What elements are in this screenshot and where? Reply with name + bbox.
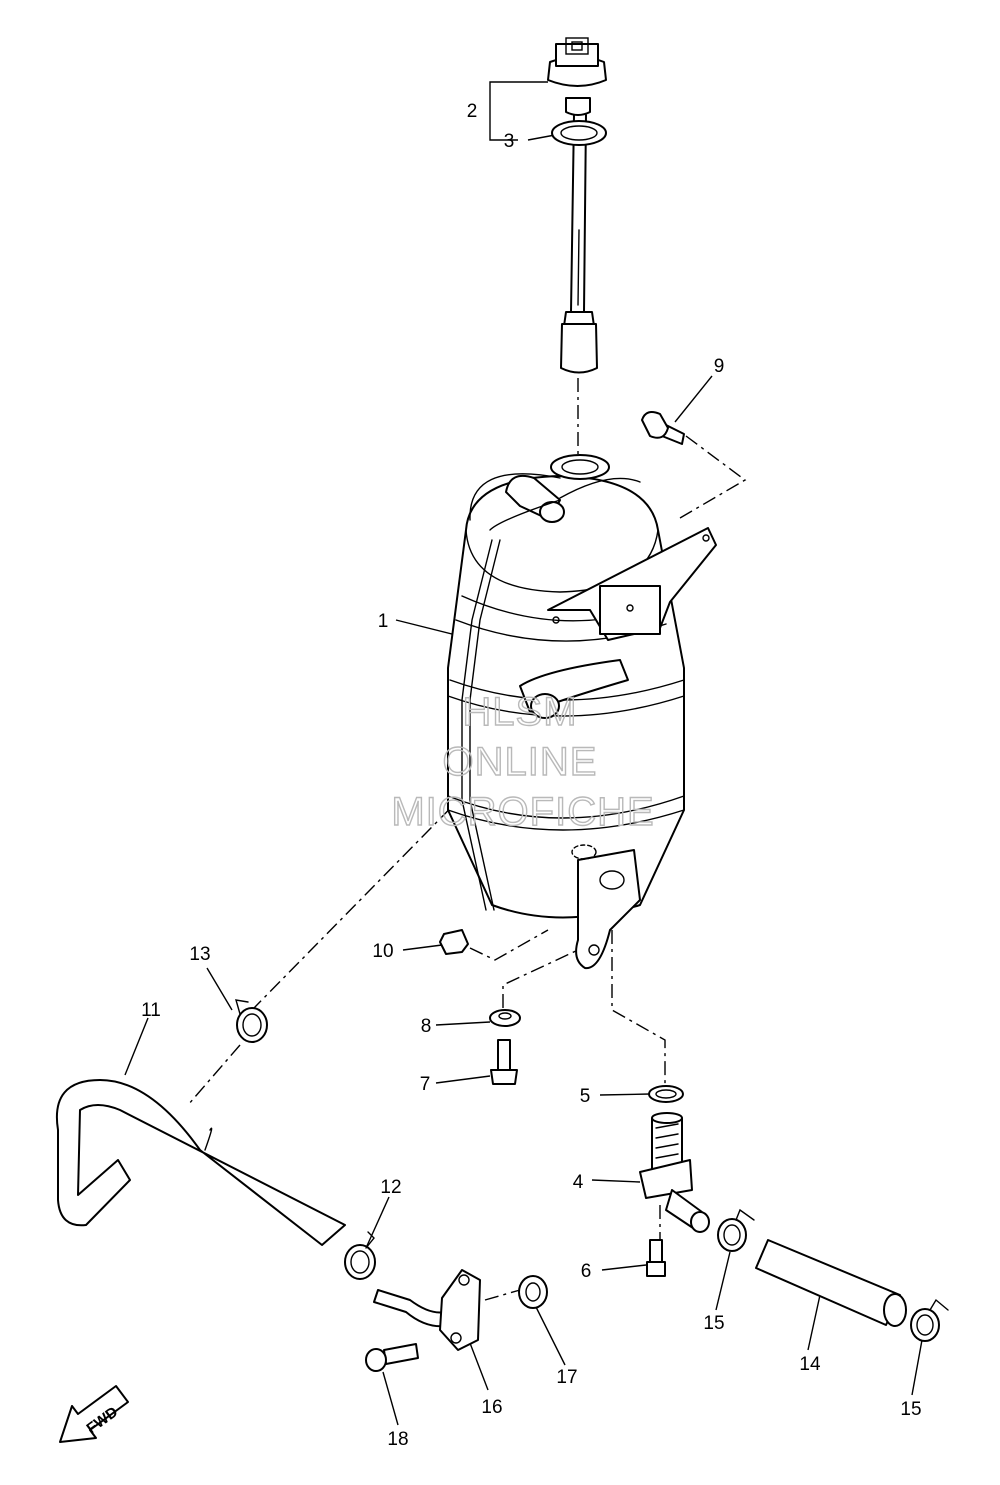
callout-12: 12 — [380, 1177, 401, 1198]
callout-3: 3 — [504, 131, 515, 152]
callout-5: 5 — [580, 1086, 591, 1107]
callout-8: 8 — [421, 1016, 432, 1037]
watermark-line-3: MICROFICHE — [391, 790, 654, 834]
callout-10: 10 — [372, 941, 393, 962]
fitting-4 — [639, 1112, 710, 1233]
callout-17: 17 — [556, 1367, 577, 1388]
watermark: HLSM ONLINE MICROFICHE — [391, 689, 655, 834]
alignment-lines — [187, 378, 747, 1301]
callout-9: 9 — [714, 356, 725, 377]
o-ring — [551, 120, 607, 146]
washer-8 — [489, 1009, 521, 1027]
callout-15-lower: 15 — [900, 1399, 921, 1420]
bolt-9 — [641, 411, 685, 445]
callout-2: 2 — [467, 101, 478, 122]
hose-11 — [55, 1079, 346, 1246]
elbow-pipe-16 — [373, 1269, 481, 1351]
bolt-7 — [490, 1039, 518, 1085]
clamp-12 — [344, 1231, 376, 1280]
oil-tank — [447, 454, 717, 970]
callout-18: 18 — [387, 1429, 408, 1450]
callout-6: 6 — [581, 1261, 592, 1282]
bolt-18 — [365, 1343, 419, 1372]
watermark-line-1: HLSM — [462, 690, 577, 734]
callout-1: 1 — [378, 611, 389, 632]
clamp-15-upper — [717, 1208, 755, 1252]
callout-14: 14 — [799, 1354, 821, 1375]
callout-11: 11 — [141, 1000, 161, 1021]
grommet-17 — [518, 1275, 548, 1309]
callout-15-upper: 15 — [703, 1313, 724, 1334]
fwd-direction-badge: FWD — [59, 1385, 129, 1443]
callout-16: 16 — [481, 1397, 502, 1418]
callout-7: 7 — [420, 1074, 431, 1095]
callout-13: 13 — [189, 944, 210, 965]
watermark-line-2: ONLINE — [443, 740, 598, 784]
leader-lines — [124, 81, 923, 1426]
callout-numbers: 1 2 3 4 5 6 7 8 9 10 11 12 13 14 15 15 1… — [141, 101, 921, 1450]
hose-14 — [755, 1239, 907, 1327]
clamp-15-lower — [910, 1298, 949, 1342]
bolt-6 — [646, 1239, 666, 1277]
clamp-13 — [235, 999, 268, 1043]
callout-4: 4 — [573, 1172, 584, 1193]
nut-10 — [439, 929, 469, 955]
oil-level-gauge — [547, 37, 607, 374]
gasket-5 — [648, 1085, 684, 1103]
